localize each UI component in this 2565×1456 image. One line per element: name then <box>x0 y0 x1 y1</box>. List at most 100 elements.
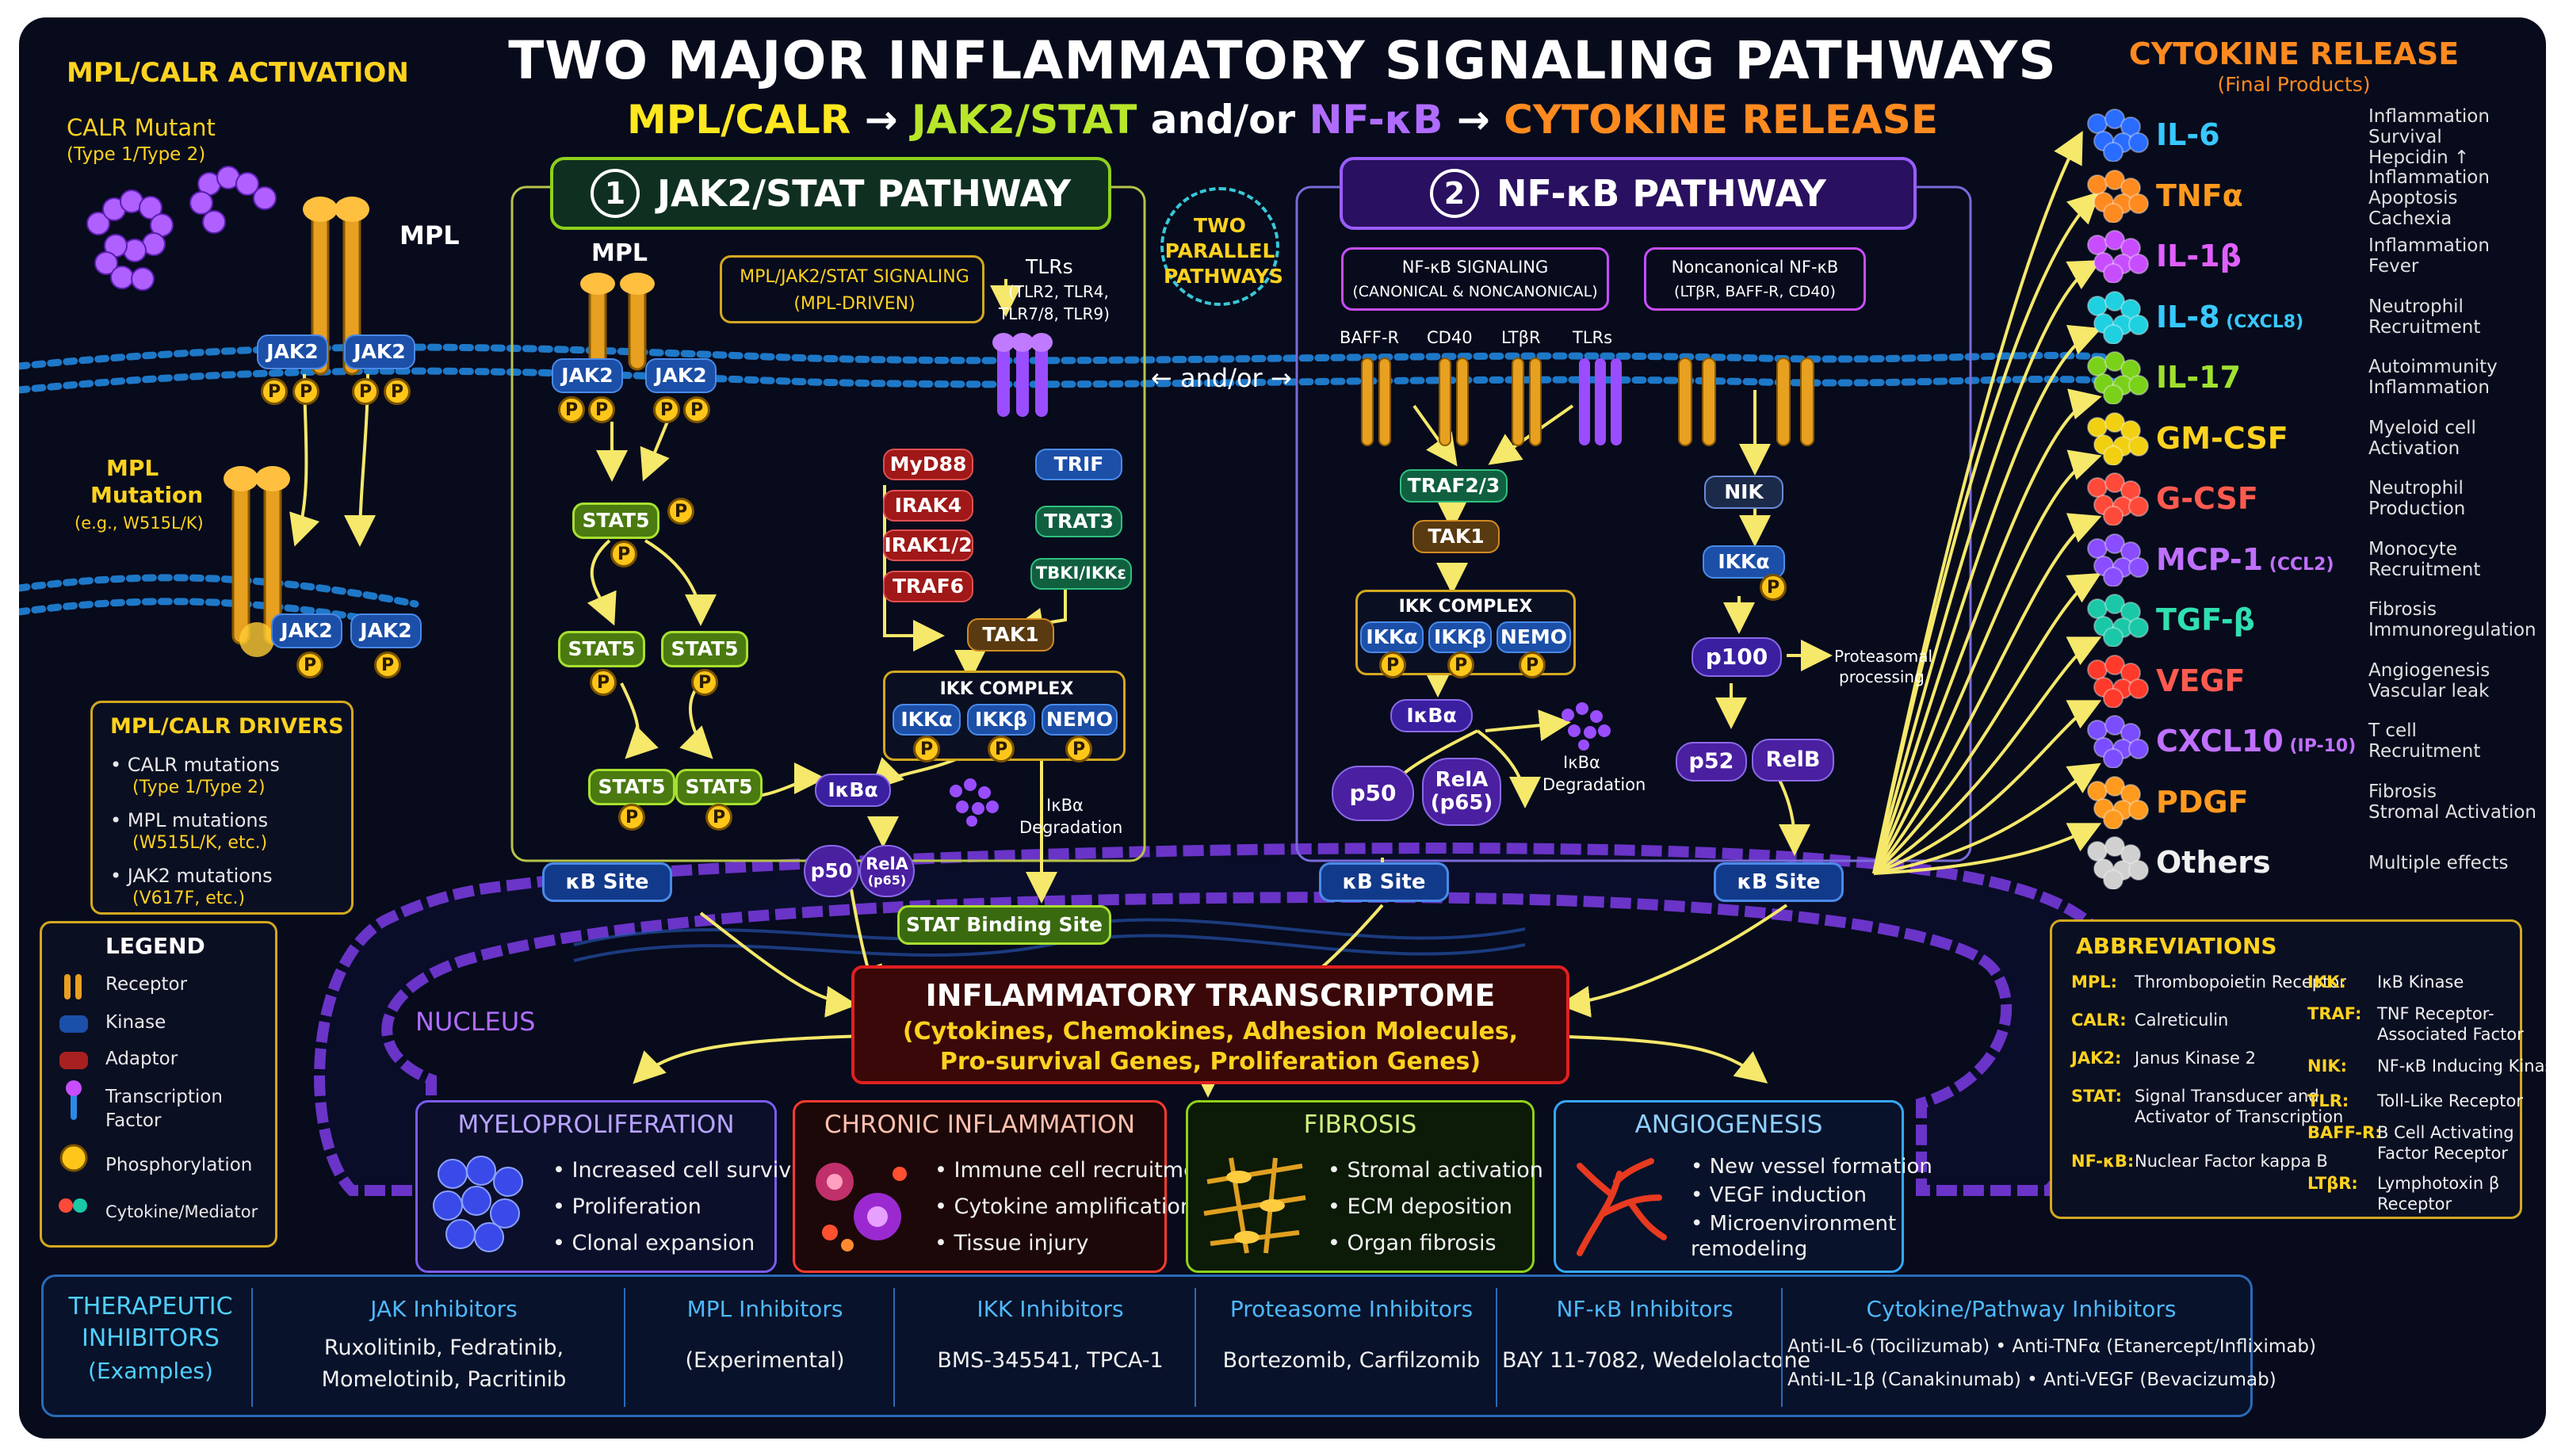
inhibitors-title-1: THERAPEUTIC <box>68 1293 233 1320</box>
therapeutic-inhibitors-bar: THERAPEUTIC INHIBITORS (Examples) JAK In… <box>41 1274 2316 1417</box>
kb-site-left: κB Site <box>542 862 672 902</box>
stat-binding-site: STAT Binding Site <box>897 905 1111 945</box>
abbr-value: Receptor <box>2377 1194 2452 1213</box>
relb-node: RelB <box>1752 739 1834 782</box>
p50-node-p2: p50 <box>1332 766 1414 821</box>
subtitle-jak2-stat: JAK2/STAT <box>912 97 1137 143</box>
transcriptome-line1: (Cytokines, Chemokines, Adhesion Molecul… <box>902 1018 1519 1045</box>
cytokine-name: TGF-β <box>2156 602 2255 637</box>
outcome-fibrosis: FIBROSIS • Stromal activation • ECM depo… <box>1186 1100 1543 1273</box>
outcome-title: FIBROSIS <box>1303 1110 1417 1139</box>
outcome-angiogenesis: ANGIOGENESIS • New vessel formation • VE… <box>1554 1100 1932 1273</box>
outcome-chronic-inflammation: CHRONIC INFLAMMATION • Immune cell recru… <box>793 1100 1218 1273</box>
nfkb-pathway-header: 2 NF-κB PATHWAY <box>1340 157 1917 230</box>
inhibitor-divider <box>1195 1288 1196 1407</box>
cytokine-effect: Inflammation <box>2368 106 2490 127</box>
inhibitor-divider <box>893 1288 895 1407</box>
cytokine-cluster-icon <box>2087 715 2149 768</box>
cytokine-label: TNFα <box>2156 178 2243 213</box>
nucleus-label: NUCLEUS <box>415 1007 536 1037</box>
cytokine-cluster-icon <box>2087 836 2149 889</box>
cytokine-effect: Myeloid cell <box>2368 417 2476 438</box>
inflammatory-transcriptome-box: INFLAMMATORY TRANSCRIPTOME (Cytokines, C… <box>851 965 1569 1084</box>
subtitle-mpl-calr: MPL/CALR <box>627 97 851 143</box>
cytokine-cluster-icon <box>2087 654 2149 708</box>
cytokine-effect: Production <box>2368 499 2466 519</box>
legend-icons <box>59 974 88 1213</box>
inhibitor-drugs: Anti-IL-1β (Canakinumab) • Anti-VEGF (Be… <box>1787 1370 2276 1390</box>
tlrs-label: TLRs <box>1026 255 1073 278</box>
cytokine-label: CXCL10 <box>2156 724 2284 759</box>
drivers-title: MPL/CALR DRIVERS <box>110 714 344 739</box>
phospho-badge: P <box>588 396 615 423</box>
cytokine-effect: Neutrophil <box>2368 296 2464 317</box>
ikba-deg-label-p2-2: Degradation <box>1542 775 1646 794</box>
inhibitor-divider <box>1496 1288 1497 1407</box>
subtitle-andor: and/or <box>1150 97 1296 143</box>
cytokine-cluster-icon <box>2087 411 2149 465</box>
calr-mutant-protein <box>86 166 277 291</box>
inhibitor-divider <box>1781 1288 1783 1407</box>
phospho-badge: P <box>683 396 710 423</box>
cytokine-effect: Inflammation <box>2368 166 2490 188</box>
ikba-deg-label-2: Degradation <box>1019 818 1123 837</box>
phospho-badge: P <box>610 541 637 567</box>
trat3-node: TRAT3 <box>1035 506 1122 537</box>
phospho-badge: P <box>653 396 680 423</box>
ikba-deg-label: IκBα <box>1046 796 1084 815</box>
tbk-ikke-node: TBKI/IKKε <box>1030 558 1132 590</box>
abbr-key: NIK: <box>2307 1057 2348 1076</box>
abbr-key: CALR: <box>2071 1011 2127 1030</box>
cytokine-name: IL-8 (CXCL8) <box>2156 300 2303 334</box>
abbr-value: TNF Receptor- <box>2377 1004 2494 1023</box>
jak2-left-1: JAK2 <box>257 334 328 369</box>
myd88-node: MyD88 <box>883 449 973 480</box>
driver-calr: • CALR mutations <box>110 754 280 776</box>
outcome-item: • Clonal expansion <box>552 1231 755 1255</box>
outcome-item: • New vessel formation <box>1691 1155 1932 1179</box>
cytokine-cluster-icon <box>2087 290 2149 344</box>
cytokine-alias: (IP-10) <box>2283 736 2357 756</box>
mpl-mutation-label-2: Mutation <box>90 482 204 508</box>
inhibitor-class: Proteasome Inhibitors <box>1229 1296 1474 1322</box>
cytokine-label: IL-6 <box>2156 117 2220 152</box>
transcriptome-title: INFLAMMATORY TRANSCRIPTOME <box>925 978 1496 1013</box>
stat5-top: STAT5 <box>572 503 659 539</box>
irak12-node: IRAK1/2 <box>883 529 973 561</box>
cytokine-effect: Inflammation <box>2368 235 2490 256</box>
rela-node-p2: RelA (p65) <box>1422 758 1501 826</box>
abbreviations-box: ABBREVIATIONS MPL:Thrombopoietin Recepto… <box>2050 919 2546 1219</box>
rela-label: RelA <box>866 854 908 873</box>
inhibitor-drugs: Ruxolitinib, Fedratinib, <box>323 1336 564 1360</box>
abbr-key: STAT: <box>2071 1087 2123 1106</box>
pathway-number: 2 <box>1430 169 1480 218</box>
cytokine-label: Others <box>2156 845 2271 880</box>
nfkb-receptors-icon <box>1361 357 1814 446</box>
pathway-title: JAK2/STAT PATHWAY <box>656 172 1072 215</box>
rela-node-p1: RelA (p65) <box>859 845 915 897</box>
mpl-mutation-example: (e.g., W515L/K) <box>75 514 204 533</box>
transcriptome-line2: Pro-survival Genes, Proliferation Genes) <box>939 1048 1481 1076</box>
cytokine-name: VEGF <box>2156 663 2246 698</box>
outcome-title: CHRONIC INFLAMMATION <box>824 1110 1136 1139</box>
ikka-node: IKKα <box>893 704 961 736</box>
phospho-badge: P <box>384 378 411 405</box>
cytokine-name: IL-6 <box>2156 117 2220 152</box>
legend-factor: Factor <box>105 1110 162 1131</box>
subtitle: MPL/CALR → JAK2/STAT and/or NF-κB → CYTO… <box>19 97 2546 143</box>
phospho-badge: P <box>374 652 401 678</box>
calr-type-label: (Type 1/Type 2) <box>67 144 206 165</box>
cytokine-name: G-CSF <box>2156 481 2258 516</box>
cytokine-name: CXCL10 (IP-10) <box>2156 724 2356 759</box>
receptor-baffr-label: BAFF-R <box>1340 328 1400 347</box>
signaling-box-line1: MPL/JAK2/STAT SIGNALING <box>740 267 969 287</box>
legend-box: LEGEND Receptor Kinase Adaptor Transcrip… <box>40 921 277 1248</box>
cytokine-effect: Neutrophil <box>2368 478 2464 499</box>
cell-membrane <box>19 343 2123 632</box>
driver-calr-type: (Type 1/Type 2) <box>132 778 266 797</box>
ikka-node-noncanonical: IKKα <box>1703 545 1785 579</box>
phospho-badge: P <box>558 396 585 423</box>
mpl-receptor-icon <box>580 273 655 371</box>
abbr-value: Signal Transducer and <box>2135 1087 2319 1106</box>
abbr-value: Janus Kinase 2 <box>2135 1049 2256 1068</box>
